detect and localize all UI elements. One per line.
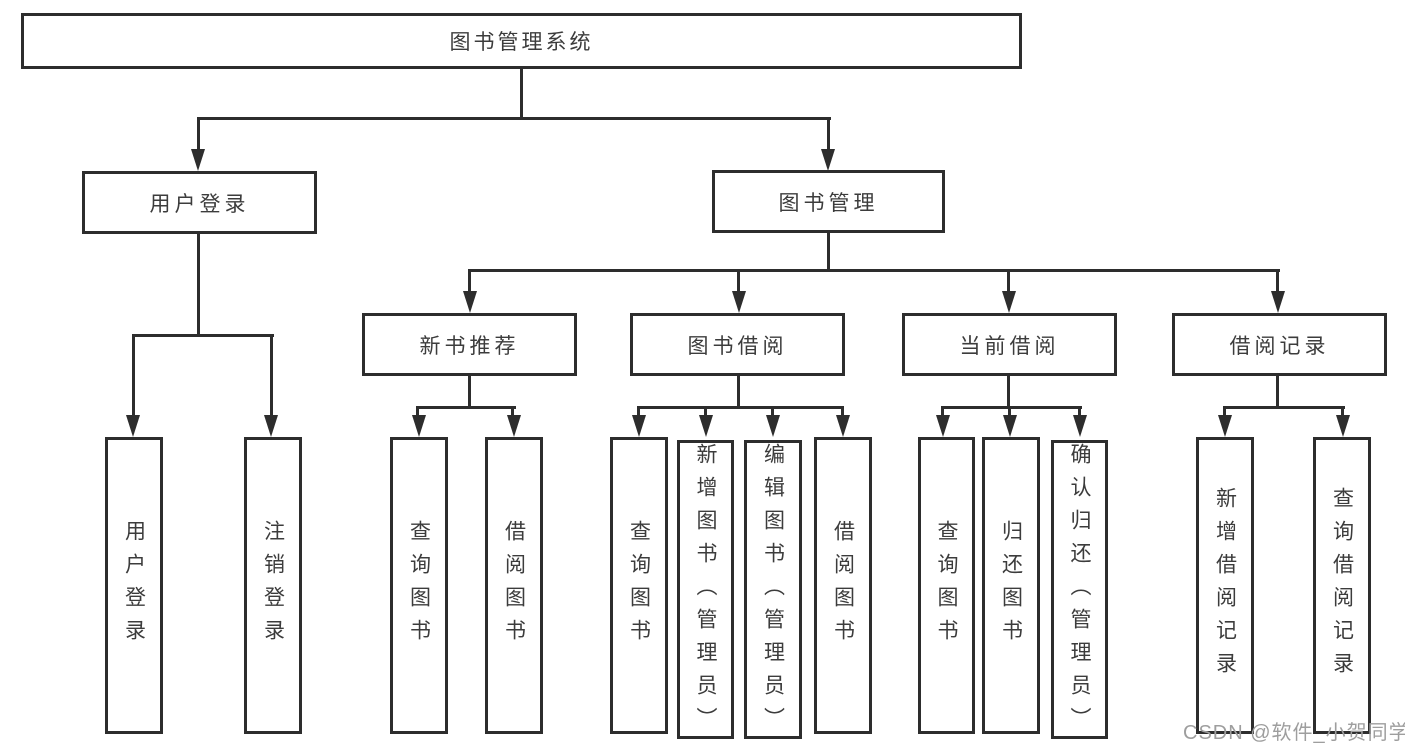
arrow-down-icon: [191, 149, 205, 171]
leaf-label: 查询图书: [407, 519, 431, 652]
node-label: 借阅记录: [1229, 334, 1330, 358]
node-label: 新书推荐: [419, 334, 520, 358]
leaf-label: 查询借阅记录: [1330, 486, 1354, 685]
leaf-confirm-return-admin: 确认归还（管理员）: [1051, 440, 1108, 740]
connector-line: [197, 234, 200, 337]
connector-line: [637, 406, 844, 409]
connector-line: [520, 68, 523, 120]
arrow-down-icon: [699, 415, 713, 437]
leaf-borrow-query-books: 查询图书: [610, 437, 668, 734]
connector-line: [197, 117, 200, 151]
arrow-down-icon: [1003, 415, 1017, 437]
node-root: 图书管理系统: [21, 13, 1022, 69]
leaf-borrow-books: 借阅图书: [814, 437, 872, 734]
node-label: 图书借阅: [687, 334, 788, 358]
node-label: 图书管理: [778, 191, 879, 215]
node-borrow-records: 借阅记录: [1172, 313, 1387, 376]
leaf-user-login: 用户登录: [105, 437, 163, 734]
connector-line: [468, 269, 471, 292]
connector-line: [1223, 406, 1345, 409]
arrow-down-icon: [1218, 415, 1232, 437]
arrow-down-icon: [1271, 291, 1285, 313]
node-current-borrow: 当前借阅: [902, 313, 1117, 376]
node-book-borrow: 图书借阅: [630, 313, 845, 376]
leaf-label: 查询图书: [935, 519, 958, 652]
arrow-down-icon: [264, 415, 278, 437]
node-new-book-recommend: 新书推荐: [362, 313, 577, 376]
connector-line: [468, 269, 1280, 272]
node-user-login: 用户登录: [82, 171, 317, 234]
connector-line: [1341, 406, 1344, 417]
connector-line: [1223, 406, 1226, 417]
leaf-label: 借阅图书: [502, 519, 526, 652]
arrow-down-icon: [936, 415, 950, 437]
leaf-add-borrow-record: 新增借阅记录: [1196, 437, 1254, 734]
csdn-watermark: CSDN @软件_小贺同学: [1183, 722, 1405, 744]
leaf-recommend-borrow-books: 借阅图书: [485, 437, 543, 734]
leaf-add-books-admin: 新增图书（管理员）: [677, 440, 734, 740]
node-label: 用户登录: [149, 192, 250, 216]
arrow-down-icon: [821, 149, 835, 171]
arrow-down-icon: [1002, 291, 1016, 313]
arrow-down-icon: [632, 415, 646, 437]
connector-line: [841, 406, 844, 417]
connector-line: [827, 233, 830, 272]
connector-line: [132, 334, 274, 337]
leaf-label: 编辑图书（管理员）: [761, 443, 785, 740]
connector-line: [416, 406, 516, 409]
leaf-label: 归还图书: [999, 519, 1023, 652]
leaf-return-books: 归还图书: [982, 437, 1040, 734]
connector-line: [737, 269, 740, 292]
leaf-label: 借阅图书: [831, 519, 855, 652]
arrow-down-icon: [412, 415, 426, 437]
connector-line: [132, 334, 135, 416]
connector-line: [1078, 406, 1081, 417]
leaf-label: 确认归还（管理员）: [1068, 443, 1091, 740]
leaf-label: 新增借阅记录: [1213, 486, 1237, 685]
node-label: 当前借阅: [959, 334, 1060, 358]
node-label: 图书管理系统: [449, 31, 594, 54]
arrow-down-icon: [766, 415, 780, 437]
arrow-down-icon: [463, 291, 477, 313]
leaf-label: 注销登录: [261, 519, 285, 652]
connector-line: [1007, 376, 1010, 409]
connector-line: [1276, 269, 1279, 292]
connector-line: [1276, 376, 1279, 409]
connector-line: [416, 406, 419, 417]
connector-line: [1008, 406, 1011, 417]
connector-line: [511, 406, 514, 417]
connector-line: [941, 406, 1082, 409]
connector-line: [468, 376, 471, 409]
leaf-label: 新增图书（管理员）: [694, 443, 717, 740]
leaf-label: 用户登录: [122, 519, 146, 652]
arrow-down-icon: [507, 415, 521, 437]
arrow-down-icon: [1336, 415, 1350, 437]
connector-line: [704, 406, 707, 417]
connector-line: [941, 406, 944, 417]
connector-line: [637, 406, 640, 417]
connector-line: [737, 376, 740, 409]
connector-line: [197, 117, 831, 120]
connector-line: [270, 334, 273, 416]
arrow-down-icon: [836, 415, 850, 437]
leaf-query-borrow-record: 查询借阅记录: [1313, 437, 1371, 734]
leaf-label: 查询图书: [627, 519, 651, 652]
arrow-down-icon: [126, 415, 140, 437]
connector-line: [1007, 269, 1010, 292]
arrow-down-icon: [732, 291, 746, 313]
connector-line: [771, 406, 774, 417]
leaf-edit-books-admin: 编辑图书（管理员）: [744, 440, 802, 740]
leaf-current-query-books: 查询图书: [918, 437, 975, 734]
leaf-logout: 注销登录: [244, 437, 302, 734]
node-book-management: 图书管理: [712, 170, 945, 233]
leaf-recommend-query-books: 查询图书: [390, 437, 448, 734]
connector-line: [827, 117, 830, 151]
arrow-down-icon: [1073, 415, 1087, 437]
